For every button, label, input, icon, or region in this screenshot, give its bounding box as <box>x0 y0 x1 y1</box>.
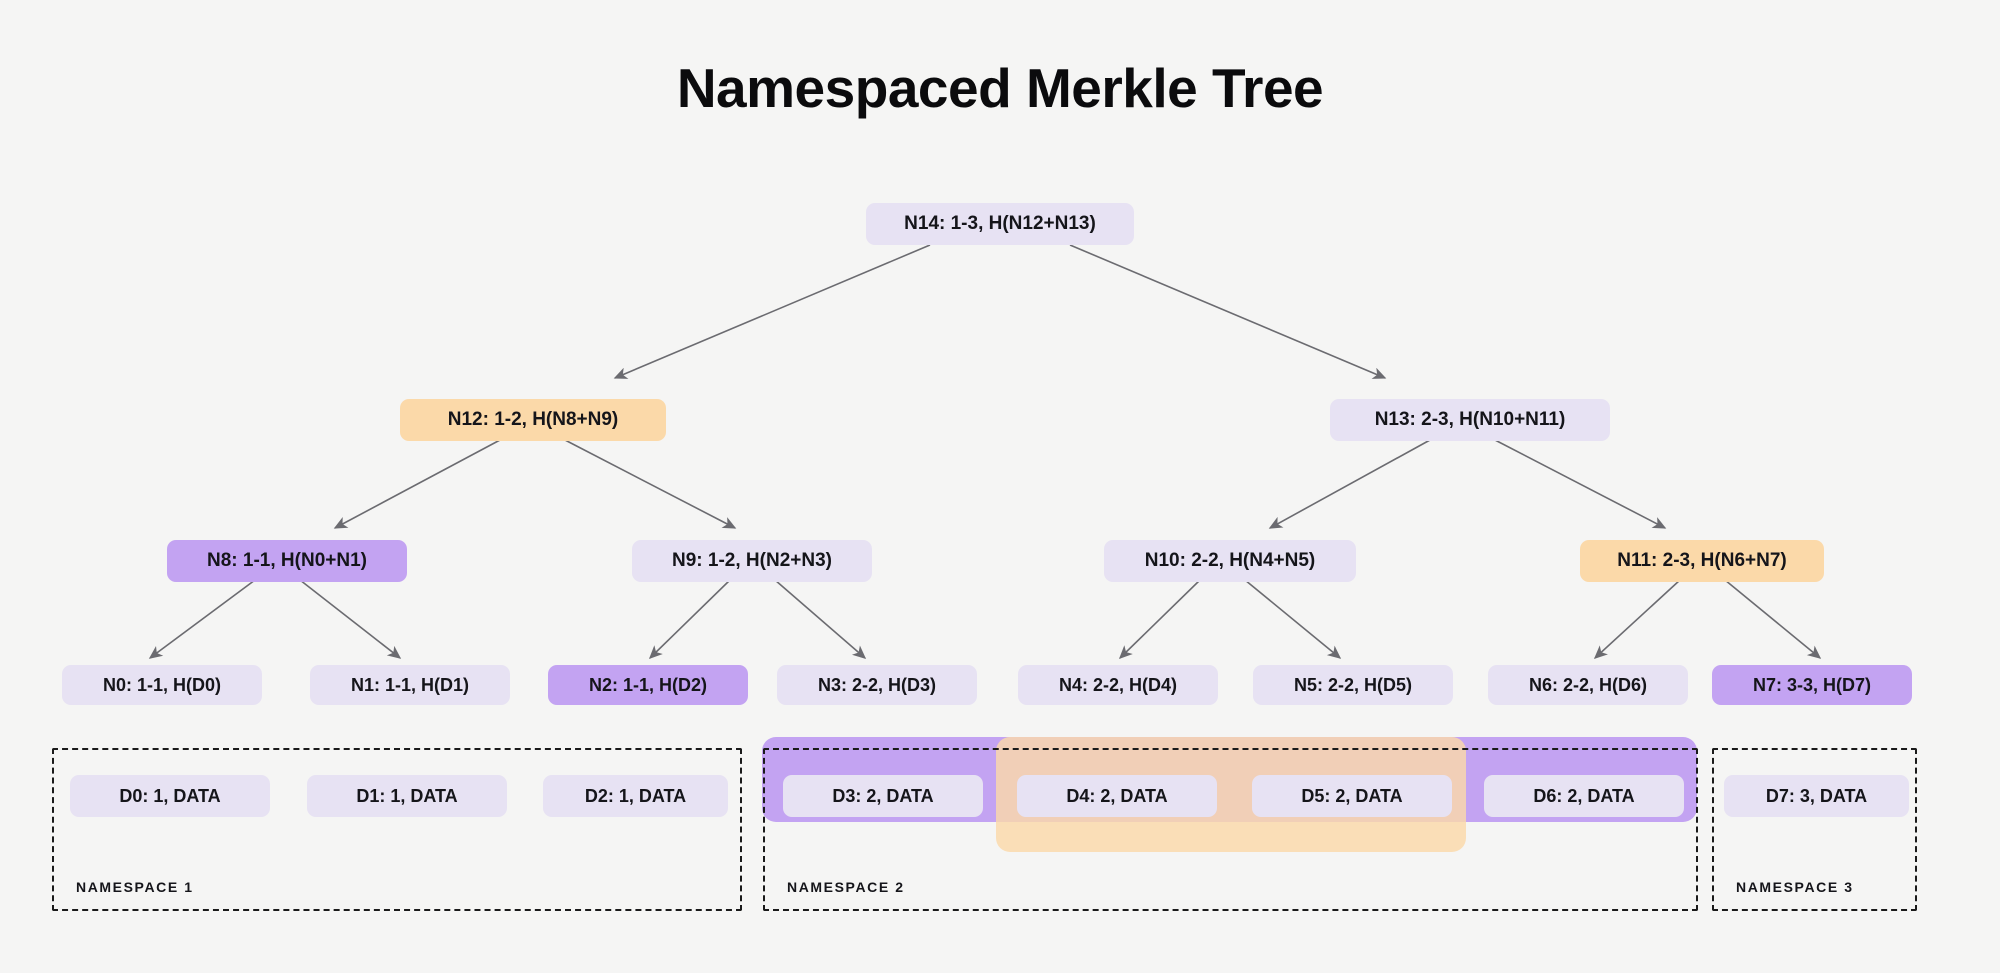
data-block-d5[interactable]: D5: 2, DATA <box>1252 775 1452 817</box>
data-block-d0[interactable]: D0: 1, DATA <box>70 775 270 817</box>
tree-node-n8[interactable]: N8: 1-1, H(N0+N1) <box>167 540 407 582</box>
tree-node-n9[interactable]: N9: 1-2, H(N2+N3) <box>632 540 872 582</box>
tree-leaf-n5[interactable]: N5: 2-2, H(D5) <box>1253 665 1453 705</box>
namespace-label-3: NAMESPACE 3 <box>1736 879 1854 895</box>
tree-leaf-n2[interactable]: N2: 1-1, H(D2) <box>548 665 748 705</box>
tree-leaf-n7[interactable]: N7: 3-3, H(D7) <box>1712 665 1912 705</box>
data-block-d4[interactable]: D4: 2, DATA <box>1017 775 1217 817</box>
tree-node-n13[interactable]: N13: 2-3, H(N10+N11) <box>1330 399 1610 441</box>
data-block-d7[interactable]: D7: 3, DATA <box>1724 775 1909 817</box>
tree-node-n10[interactable]: N10: 2-2, H(N4+N5) <box>1104 540 1356 582</box>
namespace-label-1: NAMESPACE 1 <box>76 879 194 895</box>
tree-leaf-n1[interactable]: N1: 1-1, H(D1) <box>310 665 510 705</box>
tree-node-n11[interactable]: N11: 2-3, H(N6+N7) <box>1580 540 1824 582</box>
namespace-box-1: NAMESPACE 1 <box>52 748 742 911</box>
data-block-d6[interactable]: D6: 2, DATA <box>1484 775 1684 817</box>
tree-leaf-n6[interactable]: N6: 2-2, H(D6) <box>1488 665 1688 705</box>
namespace-box-3: NAMESPACE 3 <box>1712 748 1917 911</box>
tree-node-n12[interactable]: N12: 1-2, H(N8+N9) <box>400 399 666 441</box>
namespace-box-2: NAMESPACE 2 <box>763 748 1698 911</box>
page-title: Namespaced Merkle Tree <box>676 57 1324 119</box>
data-block-d2[interactable]: D2: 1, DATA <box>543 775 728 817</box>
namespace-label-2: NAMESPACE 2 <box>787 879 905 895</box>
tree-node-n14[interactable]: N14: 1-3, H(N12+N13) <box>866 203 1134 245</box>
tree-leaf-n4[interactable]: N4: 2-2, H(D4) <box>1018 665 1218 705</box>
data-block-d1[interactable]: D1: 1, DATA <box>307 775 507 817</box>
tree-leaf-n0[interactable]: N0: 1-1, H(D0) <box>62 665 262 705</box>
data-block-d3[interactable]: D3: 2, DATA <box>783 775 983 817</box>
tree-leaf-n3[interactable]: N3: 2-2, H(D3) <box>777 665 977 705</box>
